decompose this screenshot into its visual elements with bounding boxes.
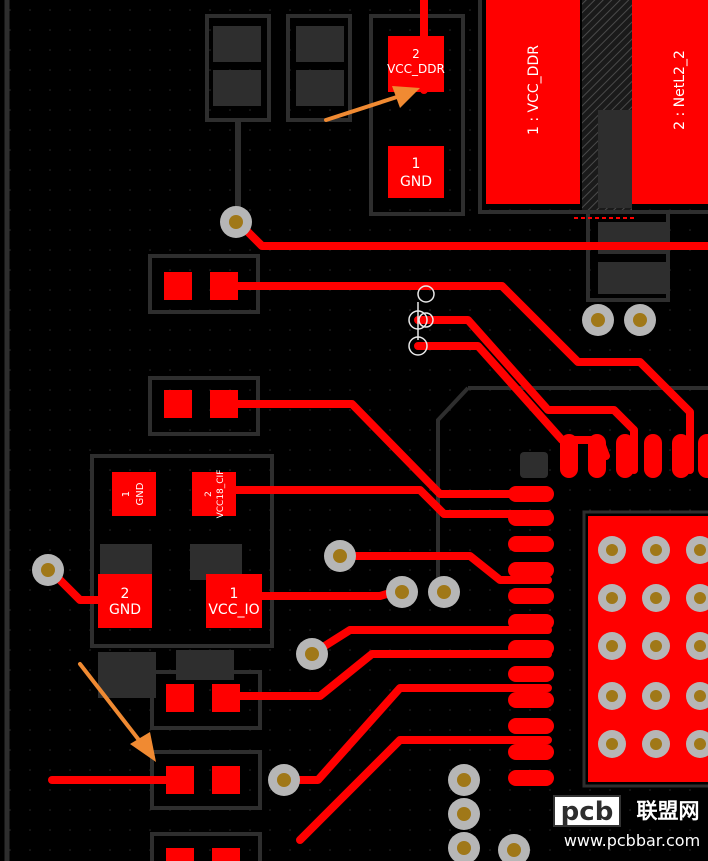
via[interactable] [32, 554, 64, 586]
pad-vcc-io-number: 1 [230, 586, 239, 602]
large-pad-right-label: 2 : NetL2_2 [672, 50, 688, 130]
pad-r5-2[interactable] [212, 848, 240, 861]
arrow-icon [78, 662, 144, 746]
annotation-arrows [78, 86, 420, 762]
pad-r2-1[interactable] [164, 390, 192, 418]
watermark-brand: pcb [561, 797, 614, 827]
pad-gnd-mid-net: GND [109, 602, 141, 618]
pad-vcc-io[interactable] [206, 574, 262, 628]
pad-vcc18-number: 2 [204, 491, 214, 497]
pad-gnd-mid[interactable] [98, 574, 152, 628]
arrow-head-icon [130, 732, 156, 762]
pad-r4-1[interactable] [166, 766, 194, 794]
test-point-rings[interactable] [408, 285, 435, 356]
resistor-body-left [213, 26, 261, 62]
via[interactable] [448, 832, 480, 861]
via[interactable] [624, 304, 656, 336]
large-pad-netl2[interactable] [632, 0, 708, 204]
watermark-url: www.pcbbar.com [564, 831, 700, 850]
pad-vcc-io-net: VCC_IO [208, 602, 259, 618]
pad-r1-1[interactable] [164, 272, 192, 300]
via[interactable] [428, 576, 460, 608]
pad-r1-2[interactable] [210, 272, 238, 300]
large-pad-group[interactable]: 1 : VCC_DDR 2 : NetL2_2 [486, 0, 708, 219]
pad-vcc-ddr-number: 2 [412, 47, 420, 61]
pad-r3-1[interactable] [166, 684, 194, 712]
watermark-logo-box [553, 795, 621, 827]
ic-fingers-top [560, 434, 708, 478]
via[interactable] [268, 764, 300, 796]
large-pad-left-label: 1 : VCC_DDR [526, 45, 542, 135]
resistor-body-right [296, 26, 344, 62]
watermark-cn: 联盟网 [637, 799, 700, 823]
pad-vcc18-net: VCC18_CIF [216, 470, 226, 519]
pad-labels: 2 VCC_DDR 1 GND 1 GND 2 VCC18_CIF 2 GND … [109, 47, 445, 618]
pad-gnd-top[interactable] [388, 146, 444, 198]
pad-r3-2[interactable] [212, 684, 240, 712]
pad-vcc-ddr[interactable] [388, 36, 444, 92]
via[interactable] [386, 576, 418, 608]
via[interactable] [582, 304, 614, 336]
via[interactable] [296, 638, 328, 670]
via[interactable] [498, 834, 530, 861]
thermal-via-array [598, 536, 708, 758]
pad-vcc-ddr-net: VCC_DDR [387, 62, 445, 76]
pad-gnd-top-number: 1 [412, 156, 421, 172]
via[interactable] [220, 206, 252, 238]
pad-gnd-small-net: GND [135, 482, 146, 505]
via[interactable] [448, 764, 480, 796]
pad-r5-1[interactable] [166, 848, 194, 861]
pad-gnd-small[interactable] [112, 472, 156, 516]
arrow-head-icon [392, 86, 420, 108]
pad-gnd-mid-number: 2 [121, 586, 130, 602]
pad-vcc18[interactable] [192, 472, 236, 516]
pad-gnd-small-number: 1 [121, 491, 132, 497]
via-layer[interactable] [32, 206, 656, 861]
pad-r4-2[interactable] [212, 766, 240, 794]
via[interactable] [448, 798, 480, 830]
pad-r2-2[interactable] [210, 390, 238, 418]
large-pad-vcc-ddr[interactable] [486, 0, 580, 204]
ic-fingers-left [508, 486, 554, 786]
via[interactable] [324, 540, 356, 572]
smd-pad-layer[interactable] [98, 36, 444, 861]
watermark: pcb 联盟网 www.pcbbar.com [553, 795, 700, 850]
arrow-icon [324, 94, 402, 122]
pad-gnd-top-net: GND [400, 174, 432, 190]
